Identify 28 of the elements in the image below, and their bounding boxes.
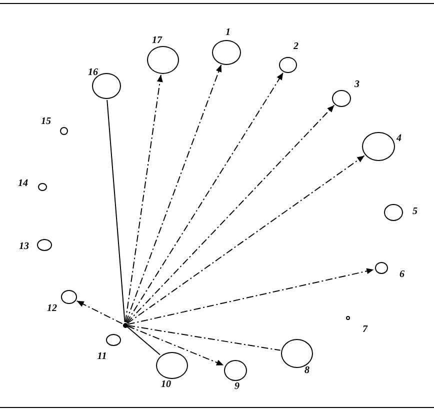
connector-line	[128, 325, 281, 351]
number-label: 2	[292, 41, 300, 53]
number-label: 17	[151, 35, 164, 47]
number-label: 11	[96, 351, 108, 363]
number-label: 9	[234, 381, 240, 393]
number-label: 8	[304, 365, 310, 377]
number-label: 3	[354, 79, 360, 91]
arrow	[126, 155, 365, 324]
number-label: 6	[398, 269, 406, 281]
number-label: 13	[18, 241, 30, 253]
number-label: 15	[40, 116, 52, 128]
connector-line	[106, 100, 126, 322]
number-label: 14	[17, 178, 29, 190]
connector-line	[126, 326, 160, 356]
arrow	[127, 326, 224, 366]
number-label: 7	[362, 324, 369, 336]
number-label: 16	[87, 67, 99, 79]
arrow	[126, 64, 222, 323]
number-label: 5	[412, 206, 418, 218]
arrow	[126, 104, 335, 324]
number-label: 4	[395, 133, 402, 145]
arrow	[76, 300, 123, 324]
number-label: 1	[224, 27, 232, 39]
arrow	[126, 72, 284, 323]
number-label: 10	[160, 379, 172, 391]
arrow	[124, 74, 163, 322]
arrow	[127, 268, 374, 325]
number-label: 12	[46, 303, 58, 315]
